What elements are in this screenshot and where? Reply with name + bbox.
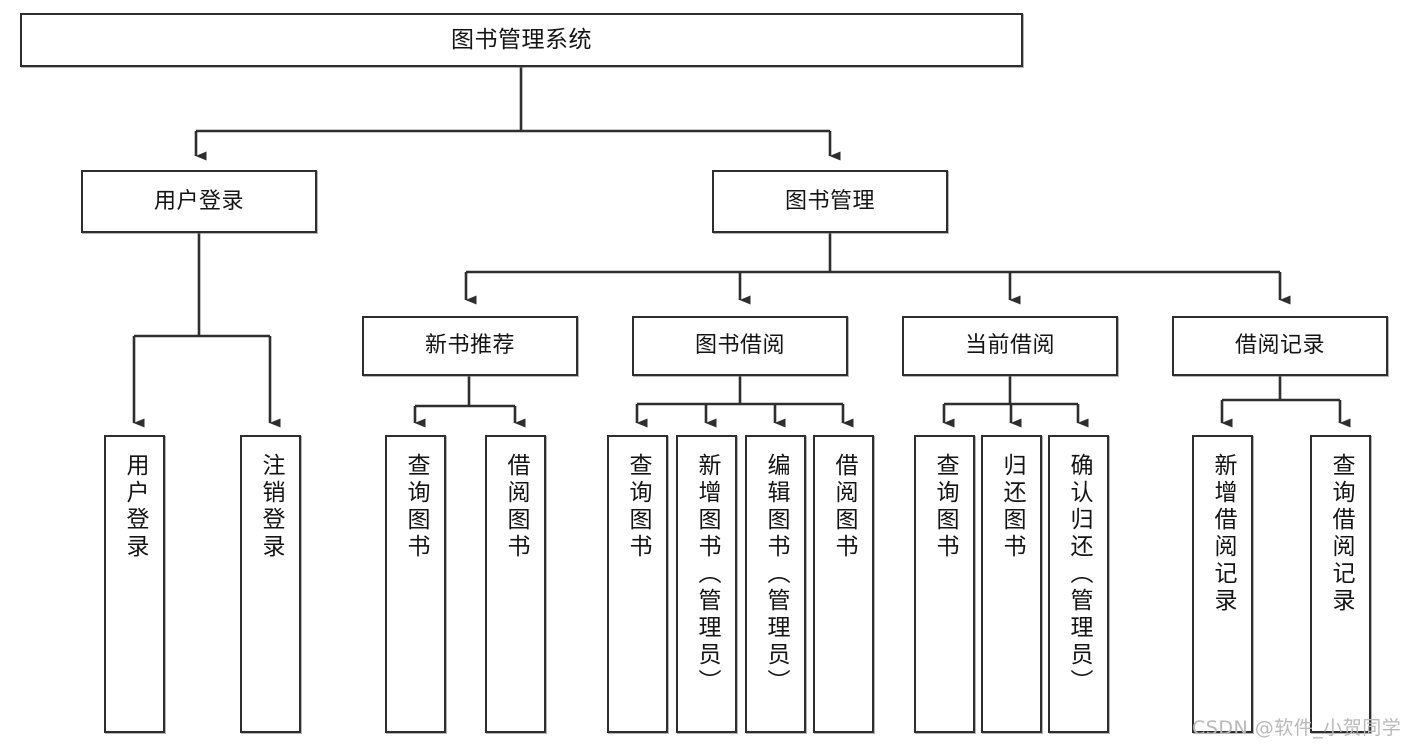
node-user-login[interactable]: 用户登录 [81,170,317,233]
node-root-label: 图书管理系统 [451,26,592,53]
leaf-borrow-record-1-label: 新增借阅记录 [1210,453,1236,615]
leaf-current-borrow-2-label: 归还图书 [999,453,1025,561]
leaf-book-borrow-2-label: 新增图书（管理员） [694,453,720,696]
leaf-book-borrow-1-label: 查询图书 [625,453,651,561]
node-book-borrow-label: 图书借阅 [694,333,785,359]
csdn-watermark: CSDN @软件_小贺同学 [1192,717,1402,739]
node-borrow-record-label: 借阅记录 [1234,333,1325,359]
leaf-current-borrow-1-label: 查询图书 [932,453,958,561]
node-current-borrow-label: 当前借阅 [964,333,1055,359]
leaf-new-book-1[interactable]: 查询图书 [385,435,446,733]
node-book-manage[interactable]: 图书管理 [712,170,948,233]
node-borrow-record[interactable]: 借阅记录 [1172,316,1388,376]
leaf-book-borrow-4-label: 借阅图书 [831,453,857,561]
node-current-borrow[interactable]: 当前借阅 [902,316,1118,376]
leaf-new-book-2-label: 借阅图书 [503,453,529,561]
leaf-current-borrow-3[interactable]: 确认归还（管理员） [1048,435,1109,733]
node-new-book-recommend[interactable]: 新书推荐 [362,316,578,376]
leaf-book-borrow-2[interactable]: 新增图书（管理员） [676,435,737,733]
leaf-user-login-1[interactable]: 用户登录 [104,435,165,733]
leaf-book-borrow-4[interactable]: 借阅图书 [813,435,874,733]
leaf-current-borrow-2[interactable]: 归还图书 [981,435,1042,733]
leaf-current-borrow-1[interactable]: 查询图书 [914,435,975,733]
leaf-book-borrow-3[interactable]: 编辑图书（管理员） [745,435,806,733]
leaf-user-login-2[interactable]: 注销登录 [240,435,301,733]
node-new-book-recommend-label: 新书推荐 [424,333,515,359]
leaf-book-borrow-3-label: 编辑图书（管理员） [763,453,789,696]
leaf-new-book-2[interactable]: 借阅图书 [485,435,546,733]
leaf-borrow-record-2-label: 查询借阅记录 [1328,453,1354,615]
leaf-borrow-record-2[interactable]: 查询借阅记录 [1310,435,1371,733]
leaf-user-login-1-label: 用户登录 [122,453,148,561]
leaf-book-borrow-1[interactable]: 查询图书 [607,435,668,733]
leaf-borrow-record-1[interactable]: 新增借阅记录 [1192,435,1253,733]
node-root[interactable]: 图书管理系统 [20,13,1023,67]
node-book-manage-label: 图书管理 [784,188,875,214]
node-user-login-label: 用户登录 [153,188,244,214]
node-book-borrow[interactable]: 图书借阅 [632,316,848,376]
leaf-current-borrow-3-label: 确认归还（管理员） [1066,453,1092,696]
leaf-new-book-1-label: 查询图书 [403,453,429,561]
leaf-user-login-2-label: 注销登录 [258,453,284,561]
